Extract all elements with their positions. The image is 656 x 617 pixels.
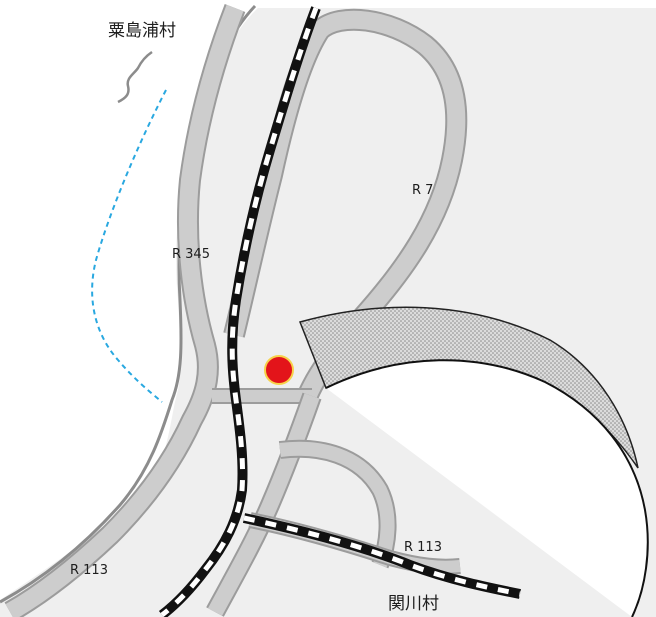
island-coast xyxy=(117,50,153,104)
railway-north xyxy=(160,7,319,617)
road-r7 xyxy=(225,10,466,399)
red-dot-icon[interactable] xyxy=(264,355,294,385)
road-label-r113-east: R 113 xyxy=(404,540,442,555)
place-label-awashimaura: 粟島浦村 xyxy=(108,21,176,41)
road-south-loop xyxy=(279,441,395,568)
detail-circle xyxy=(325,359,649,617)
road-label-r7: R 7 xyxy=(412,183,433,198)
road-label-r345: R 345 xyxy=(172,247,210,262)
road-south xyxy=(207,393,320,616)
place-label-sekikawa: 関川村 xyxy=(388,594,439,614)
road-r345 xyxy=(5,4,244,617)
dashed-boundary xyxy=(91,89,167,403)
railway-east xyxy=(243,515,521,597)
road-label-r113-west: R 113 xyxy=(70,563,108,578)
